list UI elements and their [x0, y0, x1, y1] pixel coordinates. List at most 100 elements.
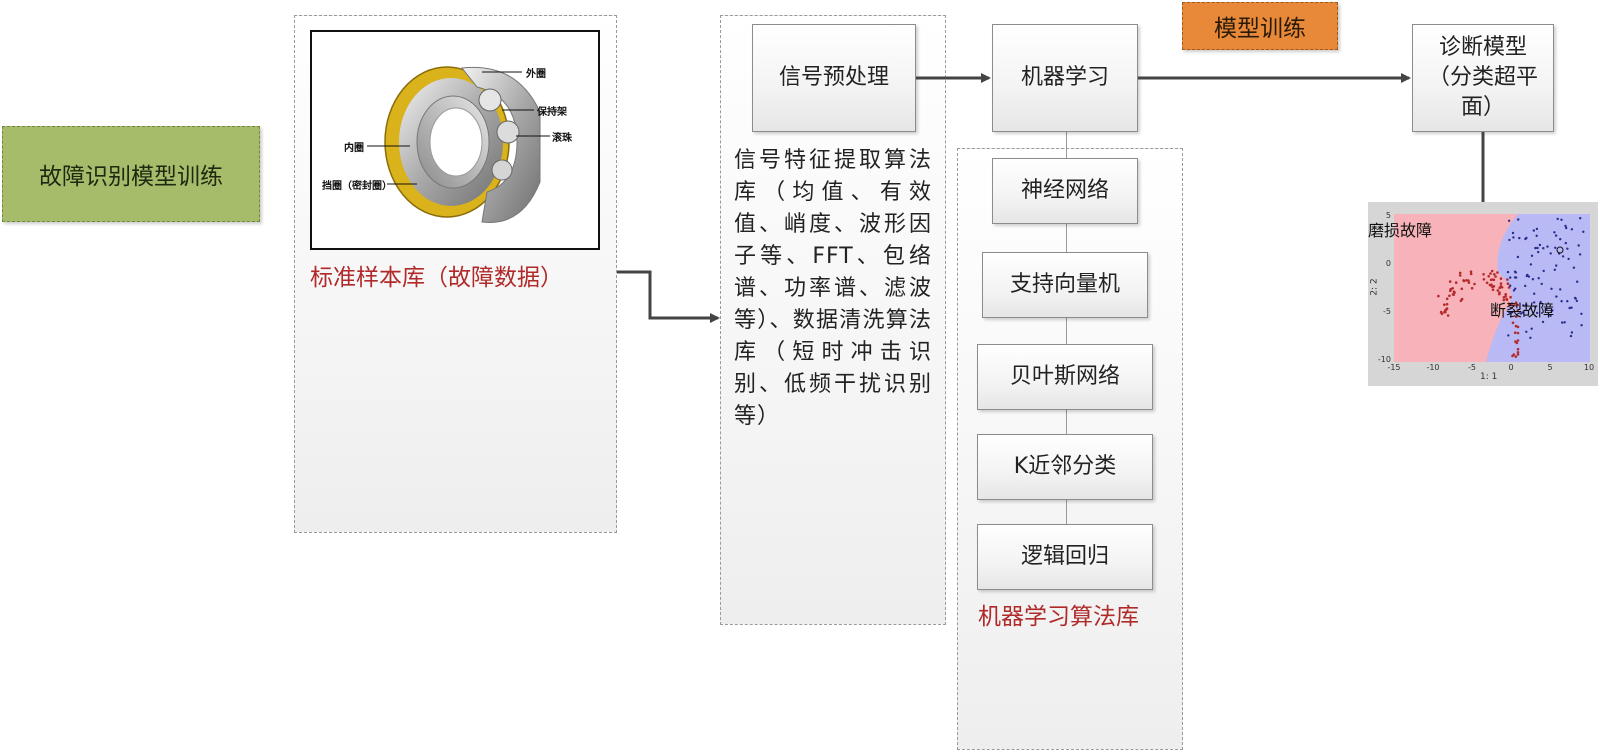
wear-point	[1496, 271, 1499, 274]
wear-point	[1467, 279, 1470, 282]
wear-point	[1445, 297, 1449, 301]
fracture-point	[1549, 252, 1552, 255]
fracture-point	[1536, 246, 1539, 250]
sample-library-caption: 标准样本库（故障数据）	[310, 265, 563, 291]
fracture-point	[1570, 306, 1573, 309]
x-tick-label: 0	[1508, 363, 1513, 372]
x-tick-label: -10	[1426, 363, 1439, 372]
wear-point	[1507, 302, 1511, 305]
algorithm-bayesian-network: 贝叶斯网络	[977, 344, 1153, 410]
fracture-point	[1539, 300, 1542, 304]
fracture-point	[1534, 305, 1537, 308]
fracture-point	[1534, 246, 1537, 250]
label-cage: 保持架	[537, 107, 567, 118]
fracture-point	[1509, 276, 1512, 279]
wear-point	[1444, 309, 1447, 312]
fracture-point	[1570, 228, 1574, 231]
wear-point	[1437, 294, 1440, 298]
wear-point	[1506, 278, 1509, 281]
wear-point	[1502, 298, 1506, 302]
wear-point	[1506, 282, 1510, 285]
fracture-point	[1577, 244, 1580, 247]
wear-point	[1516, 331, 1520, 335]
wear-point	[1505, 298, 1509, 302]
wear-point	[1514, 301, 1518, 304]
wear-point	[1440, 312, 1444, 315]
algorithm-label: 贝叶斯网络	[1009, 364, 1120, 390]
wear-point	[1494, 275, 1497, 278]
wear-point	[1487, 275, 1490, 278]
fracture-point	[1517, 218, 1520, 221]
fracture-point	[1506, 270, 1510, 274]
label-ball: 滚珠	[552, 133, 572, 144]
wear-point	[1448, 280, 1452, 283]
algorithm-knn: K近邻分类	[977, 434, 1153, 500]
fracture-point	[1537, 250, 1540, 254]
fracture-point	[1513, 276, 1517, 279]
wear-point	[1516, 303, 1519, 307]
fracture-point	[1541, 320, 1545, 324]
algorithm-label: 支持向量机	[1009, 272, 1120, 298]
fracture-point	[1507, 334, 1510, 337]
wear-point	[1460, 287, 1464, 291]
ml-algorithm-library-caption: 机器学习算法库	[978, 604, 1139, 630]
fracture-point	[1549, 314, 1552, 317]
feature-library-text: 信号特征提取算法库（均值、有效值、峭度、波形因子等、FFT、包络谱、功率谱、滤波…	[734, 148, 932, 429]
fracture-point	[1582, 230, 1585, 233]
fracture-point	[1533, 292, 1536, 295]
wear-point	[1514, 340, 1517, 343]
fracture-point	[1513, 270, 1517, 273]
diagnosis-model-label: 诊断模型（分类超平面）	[1427, 35, 1538, 120]
x-tick-label: 10	[1584, 363, 1594, 372]
y-tick-label: 5	[1386, 211, 1391, 220]
wear-point	[1511, 321, 1515, 325]
algorithm-label: 神经网络	[1020, 178, 1109, 204]
fracture-point	[1570, 331, 1574, 334]
fracture-point	[1560, 218, 1563, 221]
wear-point	[1458, 274, 1462, 277]
fracture-point	[1519, 312, 1523, 315]
wear-point	[1491, 288, 1495, 292]
fracture-point	[1580, 312, 1583, 315]
label-inner-ring: 内圈	[344, 143, 364, 154]
fracture-point	[1525, 274, 1528, 278]
fracture-point	[1576, 280, 1579, 283]
y-tick-label: -5	[1383, 307, 1391, 316]
wear-point	[1458, 271, 1462, 275]
fracture-point	[1507, 219, 1511, 222]
machine-learning-box: 机器学习	[992, 24, 1138, 132]
wear-point	[1510, 302, 1514, 305]
bearing-illustration	[367, 66, 550, 223]
machine-learning-label: 机器学习	[1020, 65, 1109, 91]
wear-point	[1507, 286, 1511, 289]
fracture-point	[1568, 306, 1571, 310]
wear-point	[1482, 273, 1485, 276]
fracture-point	[1512, 289, 1516, 292]
fracture-point	[1508, 311, 1511, 314]
algorithm-svm: 支持向量机	[982, 252, 1148, 318]
fracture-point	[1565, 226, 1568, 230]
fracture-point	[1550, 287, 1553, 290]
fracture-point	[1564, 224, 1567, 228]
wear-point	[1448, 294, 1451, 298]
fracture-point	[1546, 245, 1549, 248]
wear-point	[1489, 278, 1493, 282]
fracture-point	[1524, 284, 1527, 288]
fracture-point	[1567, 257, 1570, 261]
signal-preprocess-label: 信号预处理	[778, 65, 889, 91]
y-tick-label: -10	[1378, 355, 1391, 364]
wear-point	[1473, 282, 1476, 286]
fracture-point	[1516, 255, 1520, 259]
fracture-point	[1535, 234, 1538, 237]
fault-model-training-box: 故障识别模型训练	[2, 126, 260, 222]
wear-point	[1510, 306, 1514, 310]
wear-point	[1513, 331, 1517, 334]
fracture-point	[1530, 254, 1534, 257]
fracture-point	[1559, 288, 1562, 291]
fracture-point	[1525, 236, 1528, 240]
wear-point	[1499, 282, 1503, 285]
x-tick-label: -5	[1468, 363, 1476, 372]
wear-point	[1493, 273, 1496, 276]
wear-point	[1513, 304, 1516, 307]
